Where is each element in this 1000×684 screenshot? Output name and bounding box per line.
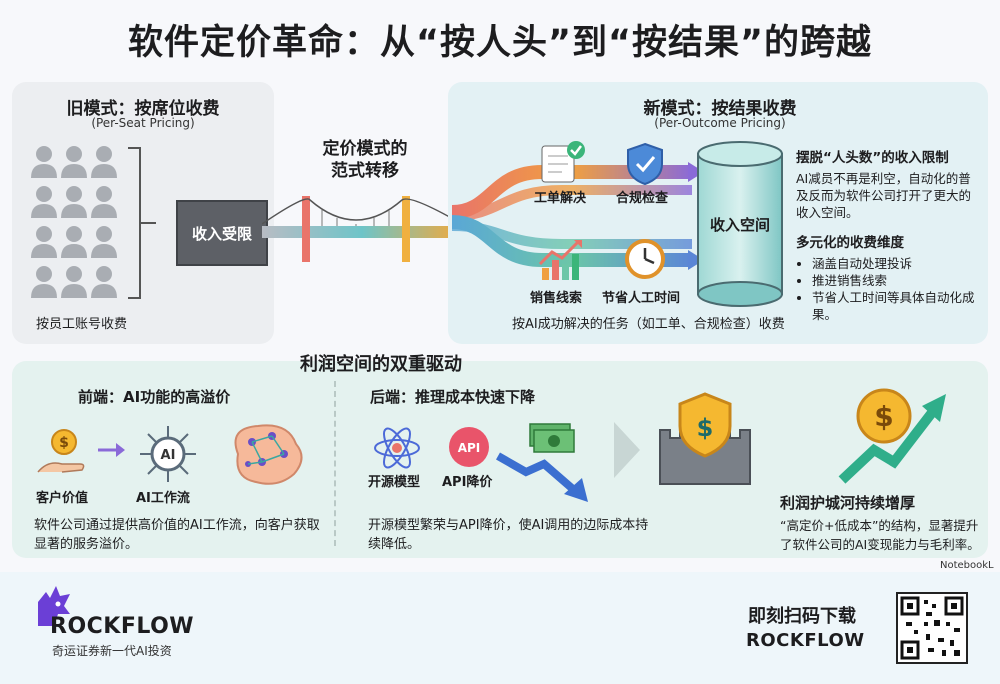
- side-body-1: AI减员不再是利空，自动化的普及反而为软件公司打开了更大的收入空间。: [796, 171, 972, 220]
- front-title: 前端：AI功能的高溢价: [78, 388, 231, 406]
- profit-title: 利润空间的双重驱动: [300, 354, 462, 375]
- label-ai-workflow: AI工作流: [136, 491, 190, 506]
- transition-label-line1: 定价模式的: [322, 139, 408, 159]
- hand-dollar-icon: $: [37, 429, 85, 473]
- transition-label-line2: 范式转移: [331, 161, 399, 181]
- brain-network-icon: [234, 424, 303, 485]
- side-bullet: 推进销售线索: [812, 272, 980, 289]
- footer-cta-brand: ROCKFLOW: [746, 630, 865, 651]
- moat-title: 利润护城河持续增厚: [780, 494, 916, 512]
- outcome-flow-ribbons: [452, 162, 704, 270]
- notebook-mark: NotebookL: [940, 560, 994, 571]
- arrow-right-icon: [98, 443, 125, 457]
- back-title: 后端：推理成本快速下降: [370, 388, 536, 406]
- old-model-caption: 按员工账号收费: [36, 317, 128, 332]
- ai-workflow-icon: AI: [140, 426, 196, 482]
- label-sales: 销售线索: [530, 291, 583, 306]
- side-bullets: 涵盖自动处理投诉 推进销售线索 节省人工时间等具体自动化成果。: [796, 255, 980, 323]
- bridge-icon: [262, 196, 462, 262]
- revenue-cylinder: [697, 141, 783, 307]
- label-time: 节省人工时间: [602, 291, 681, 306]
- footer: [0, 572, 1000, 684]
- clock-icon: [625, 239, 665, 279]
- people-grid-icon: [31, 146, 156, 299]
- cylinder-label: 收入空间: [709, 216, 770, 234]
- page-title: 软件定价革命：从“按人头”到“按结果”的跨越: [127, 23, 872, 63]
- new-model-title: 新模式：按结果收费: [643, 99, 797, 119]
- footer-brand: ROCKFLOW: [50, 614, 195, 639]
- label-customer-value: 客户价值: [36, 491, 89, 506]
- section-divider: [334, 381, 336, 546]
- footer-cta: 即刻扫码下载: [748, 606, 856, 627]
- new-model-caption: 按AI成功解决的任务（如工单、合规检查）收费: [512, 317, 785, 332]
- side-bullet: 节省人工时间等具体自动化成果。: [812, 289, 980, 323]
- ticket-check-icon: [541, 141, 585, 183]
- old-model-title: 旧模式：按席位收费: [66, 99, 220, 119]
- label-ticket: 工单解决: [534, 191, 587, 206]
- footer-tagline: 奇运证券新一代AI投资: [52, 644, 172, 658]
- sales-chart-icon: [538, 240, 582, 280]
- chevron-right-icon: [614, 422, 640, 478]
- old-model-subtitle: (Per-Seat Pricing): [91, 116, 195, 130]
- qr-code[interactable]: [896, 592, 968, 664]
- side-heading-2: 多元化的收费维度: [796, 235, 904, 251]
- label-compliance: 合规检查: [616, 191, 669, 206]
- moat-desc: “高定价+低成本”的结构，显著提升了软件公司的AI变现能力与毛利率。: [780, 518, 980, 552]
- svg-text:$: $: [59, 435, 69, 451]
- growth-coin-icon: $: [838, 388, 946, 484]
- castle-shield-icon: $: [659, 392, 751, 485]
- back-desc: 开源模型繁荣与API降价，使AI调用的边际成本持续降低。: [368, 518, 649, 552]
- new-model-side: 摆脱“人头数”的收入限制 AI减员不再是利空，自动化的普及反而为软件公司打开了更…: [796, 146, 980, 323]
- income-limited-box: 收入受限: [176, 200, 268, 266]
- transition-label: 定价模式的 范式转移: [300, 138, 430, 182]
- api-badge-text: API: [458, 441, 481, 455]
- front-desc: 软件公司通过提供高价值的AI工作流，向客户获取显著的服务溢价。: [34, 518, 320, 552]
- label-open-model: 开源模型: [368, 475, 421, 490]
- side-bullet: 涵盖自动处理投诉: [812, 255, 980, 272]
- label-api-drop: API降价: [442, 475, 493, 490]
- cost-down-arrow-icon: [496, 423, 588, 502]
- atom-icon: [374, 427, 420, 469]
- svg-text:$: $: [697, 414, 714, 442]
- rockflow-logo-icon: [38, 586, 70, 626]
- side-heading-1: 摆脱“人头数”的收入限制: [796, 150, 949, 166]
- api-icon: API: [449, 427, 489, 467]
- ai-badge-text: AI: [161, 448, 176, 463]
- new-model-subtitle: (Per-Outcome Pricing): [654, 116, 786, 130]
- shield-check-icon: [627, 142, 663, 186]
- svg-text:$: $: [874, 400, 893, 433]
